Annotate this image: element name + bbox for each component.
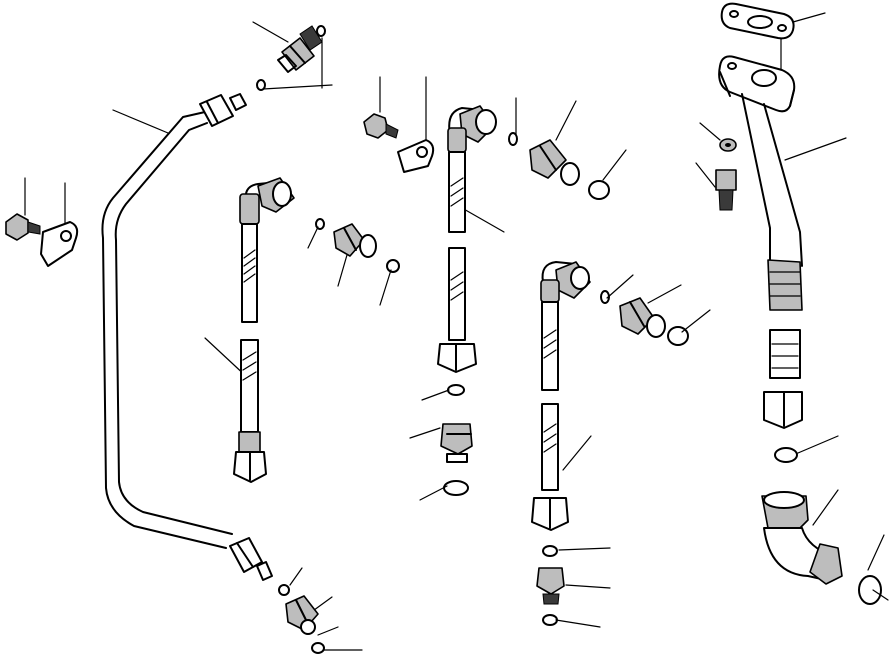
long-rigid-tube: [101, 93, 273, 581]
bolt-icon: [5, 213, 29, 241]
leader-line: [379, 269, 392, 306]
leader-line: [262, 84, 333, 90]
leader-line: [647, 284, 682, 304]
o-ring-icon: [256, 79, 266, 91]
leader-line: [419, 485, 448, 501]
hose-body: [541, 301, 559, 391]
o-ring-icon: [315, 218, 325, 230]
leader-line: [792, 12, 826, 23]
stack-bottom-left: [278, 584, 325, 654]
leader-line: [695, 162, 716, 188]
leader-line: [565, 584, 611, 589]
o-ring-icon: [667, 326, 689, 346]
leader-line: [784, 137, 847, 161]
o-ring-icon: [386, 259, 400, 273]
hose-body: [240, 339, 259, 433]
o-ring-icon: [542, 614, 558, 626]
leader-line: [409, 427, 441, 439]
hex-fitting: [440, 423, 473, 455]
fitting-set-b: [508, 132, 610, 200]
leader-line: [558, 547, 611, 551]
hose-ferrule: [767, 259, 803, 311]
stack-c: [536, 545, 565, 626]
leader-line: [555, 619, 601, 628]
stack-b: [440, 384, 473, 496]
hose-c: [531, 261, 591, 531]
o-ring-icon: [542, 545, 558, 557]
leader-line: [461, 207, 505, 233]
hose-body: [448, 247, 466, 341]
flange-pipe-assembly: [715, 2, 882, 605]
leader-line: [289, 567, 303, 586]
leader-line: [562, 435, 592, 471]
o-ring-icon: [316, 25, 326, 37]
top-fitting-group: [256, 25, 326, 91]
hose-a: [233, 177, 295, 483]
hose-body: [241, 223, 258, 323]
bolt-icon: [715, 169, 737, 191]
middle-bolt-clamp: [363, 113, 435, 173]
o-ring-icon: [588, 180, 610, 200]
flange-gasket: [720, 2, 795, 40]
hex-fitting: [333, 223, 365, 257]
leader-line: [555, 100, 577, 141]
leader-line: [421, 389, 450, 401]
leader-line: [317, 626, 339, 636]
bolt-icon: [363, 113, 389, 139]
leader-line: [112, 109, 169, 134]
leader-line: [307, 226, 319, 249]
hose-ferrule: [540, 279, 560, 303]
leader-line: [606, 274, 634, 299]
o-ring-icon: [508, 132, 518, 146]
hose-ferrule: [239, 193, 260, 225]
leader-line: [797, 435, 839, 454]
o-ring-icon: [858, 575, 882, 605]
leader-line: [681, 309, 711, 333]
clamp-icon: [397, 139, 435, 173]
hex-fitting: [536, 567, 565, 595]
leader-line: [812, 489, 839, 526]
o-ring-icon: [311, 642, 325, 654]
hose-ferrule: [447, 127, 467, 153]
o-ring-icon: [278, 584, 290, 596]
o-ring-icon: [600, 290, 610, 304]
leader-line: [252, 21, 289, 43]
o-ring-icon: [447, 384, 465, 396]
hose-ferrule: [238, 431, 261, 453]
leader-line: [602, 149, 627, 181]
hose-body: [541, 403, 559, 491]
fitting-set-a: [315, 218, 400, 273]
o-ring-icon: [774, 447, 798, 463]
hose-body: [769, 329, 801, 379]
clamp-icon: [40, 221, 79, 267]
leader-line: [867, 534, 885, 571]
hose-b: [437, 105, 497, 373]
fitting-set-c: [600, 290, 689, 346]
o-ring-icon: [443, 480, 469, 496]
left-bolt-clamp: [5, 213, 79, 267]
leader-line: [699, 122, 721, 141]
